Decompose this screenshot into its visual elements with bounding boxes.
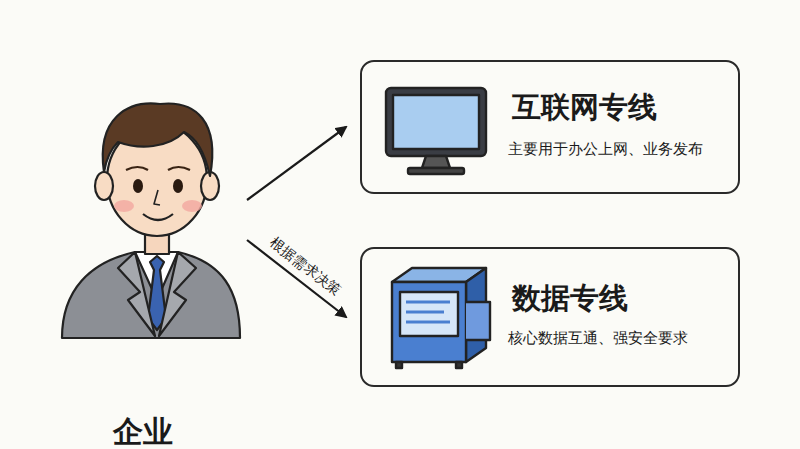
box-description: 核心数据互通、强安全要求 xyxy=(508,329,688,348)
edge-label: 根据需求决策 xyxy=(265,233,346,301)
actor-label: 企业 xyxy=(113,412,173,449)
server-icon xyxy=(392,268,490,368)
box-title: 互联网专线 xyxy=(512,88,657,128)
box-description: 主要用于办公上网、业务发布 xyxy=(508,140,703,159)
arrow-connector xyxy=(247,127,346,200)
service-box: 数据专线核心数据互通、强安全要求 xyxy=(360,247,740,387)
monitor-icon xyxy=(386,88,486,174)
actor-figure: 企业 xyxy=(40,60,245,400)
box-title: 数据专线 xyxy=(512,279,628,319)
service-box: 互联网专线主要用于办公上网、业务发布 xyxy=(360,60,740,194)
person-figure xyxy=(62,103,240,338)
